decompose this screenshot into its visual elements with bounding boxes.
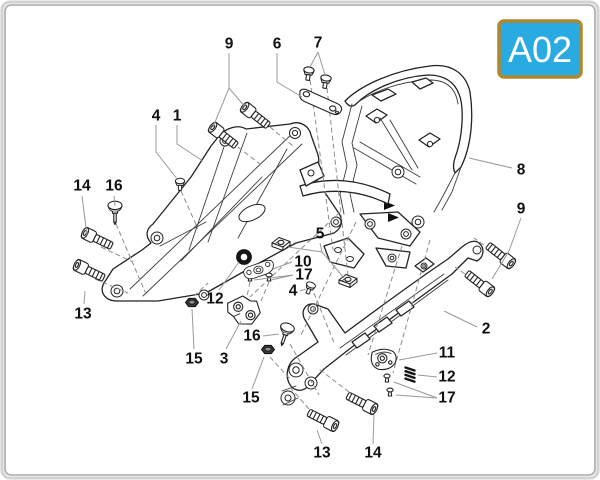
leader-line-14-left-0 — [81, 195, 88, 236]
bracket-11 — [370, 348, 397, 371]
leader-line-5-1 — [321, 251, 345, 279]
leader-line-8-0 — [468, 157, 513, 169]
callout-label-4-center: 4 — [289, 283, 298, 300]
leader-line-13-left-0 — [83, 290, 86, 305]
callout-label-4-upper: 4 — [152, 108, 161, 125]
leader-line-9-top-0 — [228, 53, 246, 108]
leader-line-17-center-1 — [270, 274, 294, 281]
leader-line-4-upper-0 — [155, 125, 179, 181]
callout-label-8: 8 — [517, 162, 526, 179]
screw-17-right-a — [383, 373, 391, 383]
leader-line-9-right-0 — [508, 217, 522, 252]
callout-label-17-right: 17 — [438, 390, 455, 407]
leader-line-10-0 — [272, 261, 293, 270]
leader-line-2-0 — [443, 310, 478, 328]
callout-label-17-center: 17 — [295, 267, 312, 284]
center-cross-member — [299, 161, 391, 269]
leader-line-17-right-0 — [393, 381, 438, 399]
leader-line-9-top-1 — [212, 87, 230, 128]
a02-badge: A02 — [497, 19, 583, 79]
callout-label-13-left: 13 — [74, 306, 92, 323]
leader-line-12-right-0 — [417, 374, 438, 378]
screw-17-right-b — [386, 387, 394, 397]
leader-line-16-left-0 — [113, 195, 116, 207]
bolt-13-left — [71, 257, 107, 284]
callout-label-15-center: 15 — [242, 390, 260, 407]
leader-line-15-center-0 — [251, 356, 265, 390]
callout-label-12-right: 12 — [438, 369, 455, 386]
leader-line-4-center-0 — [299, 288, 307, 292]
callout-label-14-bottom: 14 — [364, 445, 382, 462]
a02-badge-box — [497, 19, 583, 79]
leader-line-11-0 — [398, 352, 438, 361]
callout-label-15-left: 15 — [185, 351, 203, 368]
leader-line-15-left-0 — [191, 308, 195, 350]
leader-line-7-0 — [309, 51, 319, 68]
bracket-6 — [299, 88, 343, 116]
screw-7-left — [301, 65, 316, 82]
callout-label-10: 10 — [294, 254, 311, 271]
callout-label-13-bottom: 13 — [313, 445, 331, 462]
leader-line-9-right-1 — [491, 250, 510, 280]
leader-line-12-left-0 — [218, 261, 240, 291]
callout-label-1: 1 — [173, 108, 182, 125]
callout-label-9-right: 9 — [517, 201, 526, 218]
screw-7-right — [318, 73, 333, 90]
bolt-9-lower-right — [462, 268, 497, 299]
callout-label-12-left: 12 — [206, 291, 223, 308]
callout-label-6: 6 — [273, 36, 282, 53]
leader-line-7-1 — [317, 51, 326, 76]
leader-line-1-0 — [176, 125, 204, 162]
bolt-14-left — [79, 225, 115, 252]
callout-label-16-left: 16 — [105, 178, 123, 195]
leader-line-3-0 — [225, 320, 242, 350]
callout-label-9-top: 9 — [225, 36, 234, 53]
spring-12-right — [404, 366, 416, 383]
leader-line-14-bottom-0 — [372, 413, 375, 445]
part-8-rear-subframe-rack — [339, 64, 473, 269]
callout-label-7: 7 — [314, 35, 323, 52]
callout-label-3: 3 — [220, 351, 229, 368]
nut-15-center — [261, 344, 275, 355]
bracket-3 — [227, 295, 261, 325]
leader-line-17-right-1 — [395, 394, 438, 399]
callout-label-11: 11 — [439, 345, 456, 362]
assembly-axis-lines — [94, 79, 498, 410]
part-2-right-side-rail — [280, 240, 484, 406]
leader-line-16-center-0 — [262, 333, 280, 337]
callout-label-2: 2 — [482, 321, 491, 338]
callout-label-5: 5 — [316, 226, 325, 243]
direction-arrow-lower — [388, 213, 399, 222]
part-1-left-subframe-plate — [101, 122, 343, 302]
o-ring-12-left — [236, 249, 252, 265]
a02-badge-label: A02 — [508, 29, 572, 70]
nut-15-left — [185, 297, 199, 308]
callout-label-14-left: 14 — [73, 178, 91, 195]
bolt-14-bottom — [344, 389, 380, 417]
callout-label-16-center: 16 — [243, 328, 261, 345]
leader-line-6-0 — [276, 53, 303, 98]
leader-line-13-bottom-0 — [316, 429, 323, 445]
clip-nut-5-right — [338, 273, 358, 289]
bolt-13-bottom — [305, 406, 341, 434]
bracket-10 — [243, 259, 274, 280]
page-border-inner — [4, 4, 596, 476]
leader-line-17-center-0 — [253, 274, 294, 281]
